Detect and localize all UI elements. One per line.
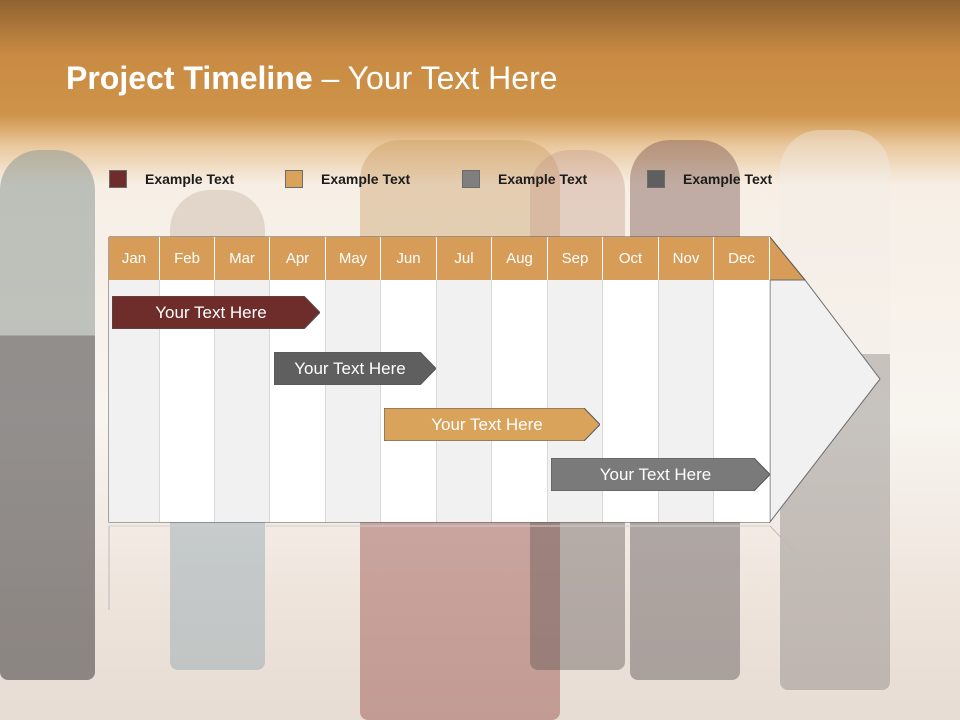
month-nov: Nov xyxy=(659,237,714,280)
task-bar-label: Your Text Here xyxy=(431,415,543,434)
month-column xyxy=(381,280,437,522)
legend-swatch xyxy=(285,170,303,188)
task-bar[interactable]: Your Text Here xyxy=(384,408,600,441)
task-bar-arrow xyxy=(274,352,436,385)
month-dec: Dec xyxy=(714,237,770,280)
task-bar[interactable]: Your Text Here xyxy=(274,352,436,385)
slide-title-rest: – Your Text Here xyxy=(312,60,558,96)
month-jul: Jul xyxy=(437,237,492,280)
legend-item[interactable]: Example Text xyxy=(647,170,772,188)
legend-label: Example Text xyxy=(321,171,411,187)
legend-item[interactable]: Example Text xyxy=(109,170,234,188)
background-person xyxy=(780,130,890,690)
month-apr: Apr xyxy=(270,237,326,280)
month-column xyxy=(326,280,381,522)
month-column xyxy=(437,280,492,522)
task-bar-label: Your Text Here xyxy=(599,465,712,484)
month-feb: Feb xyxy=(160,237,215,280)
task-bar-label: Your Text Here xyxy=(294,359,406,378)
task-bar-label: Your Text Here xyxy=(155,303,267,322)
legend-item[interactable]: Example Text xyxy=(285,170,410,188)
month-column xyxy=(492,280,548,522)
legend-swatch xyxy=(462,170,480,188)
background-person xyxy=(0,150,95,680)
legend-swatch xyxy=(109,170,127,188)
month-sep: Sep xyxy=(548,237,603,280)
task-bar-arrow xyxy=(112,296,320,329)
legend-label: Example Text xyxy=(498,171,588,187)
legend-label: Example Text xyxy=(145,171,235,187)
month-oct: Oct xyxy=(603,237,659,280)
month-mar: Mar xyxy=(215,237,270,280)
month-jan: Jan xyxy=(109,237,160,280)
task-bar[interactable]: Your Text Here xyxy=(551,458,770,491)
month-aug: Aug xyxy=(492,237,548,280)
legend-item[interactable]: Example Text xyxy=(462,170,587,188)
task-bar[interactable]: Your Text Here xyxy=(112,296,320,329)
slide-title-bold: Project Timeline xyxy=(66,60,313,96)
legend-label: Example Text xyxy=(683,171,773,187)
task-bar-arrow xyxy=(551,458,770,491)
legend: Example Text Example Text Example Text E… xyxy=(0,170,960,194)
month-may: May xyxy=(326,237,381,280)
slide-title[interactable]: Project Timeline – Your Text Here xyxy=(66,60,558,97)
month-jun: Jun xyxy=(381,237,437,280)
task-bar-arrow xyxy=(384,408,600,441)
legend-swatch xyxy=(647,170,665,188)
